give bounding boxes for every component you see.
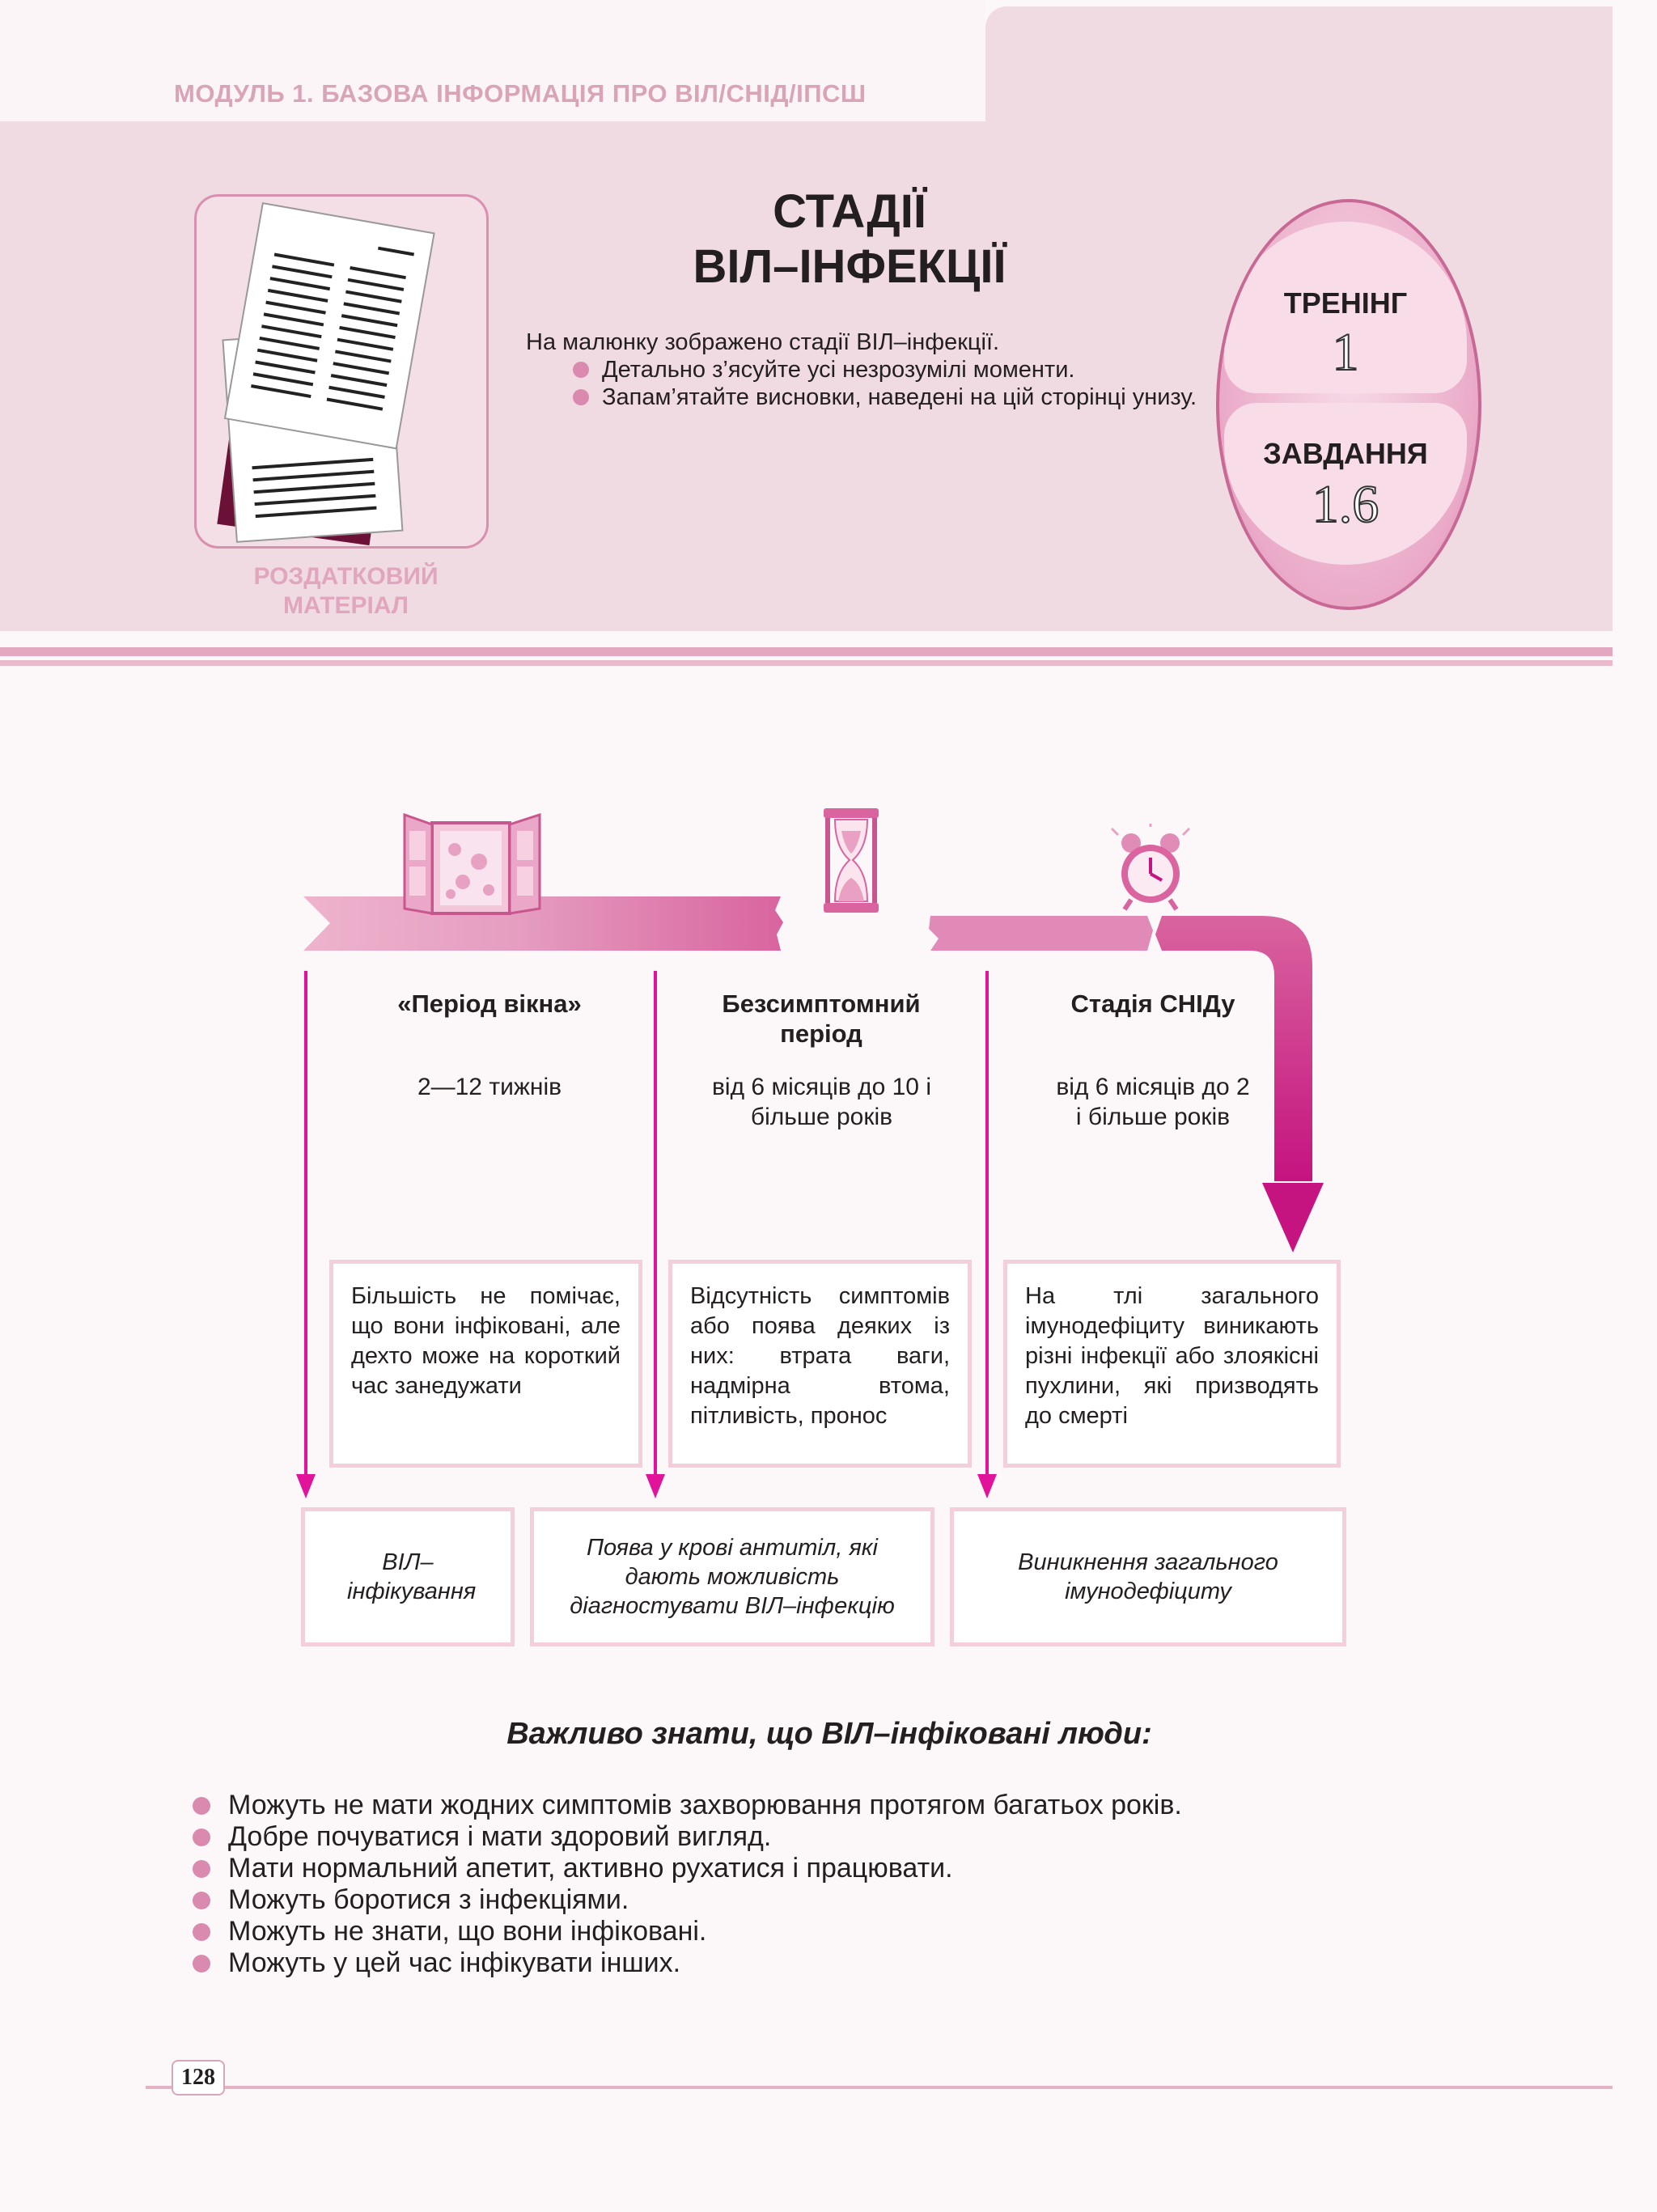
- bullet-icon: [193, 1829, 210, 1846]
- fact-item: Мати нормальний апетит, активно рухатися…: [189, 1853, 1451, 1884]
- fact-item: Добре почуватися і мати здоровий вигляд.: [189, 1821, 1451, 1853]
- stage-title-window-period: «Період вікна»: [397, 989, 582, 1018]
- handout-icon-box: [194, 194, 489, 549]
- fact-item: Можуть не мати жодних симптомів захворюв…: [189, 1790, 1451, 1821]
- task-label: ЗАВДАННЯ: [1263, 437, 1428, 470]
- bullet-icon: [573, 389, 589, 405]
- facts-block: Можуть не мати жодних симптомів захворюв…: [189, 1790, 1451, 1979]
- handout-label: РОЗДАТКОВИЙ МАТЕРІАЛ: [202, 562, 489, 621]
- instruction-list: Детально з’ясуйте усі незрозумілі момент…: [526, 356, 1197, 411]
- facts-list: Можуть не мати жодних симптомів захворюв…: [189, 1790, 1451, 1979]
- footer-line: [146, 2086, 1613, 2089]
- stage-title-asymptomatic: Безсимптомний період: [722, 989, 921, 1048]
- event-hiv-infection: ВІЛ–інфікування: [301, 1507, 515, 1646]
- stage-duration-window-period: 2—12 тижнів: [417, 1074, 562, 1100]
- arrow-head-3: [977, 1474, 997, 1498]
- hourglass-icon: [824, 808, 879, 913]
- bullet-icon: [573, 362, 589, 378]
- title-line2: ВІЛ–ІНФЕКЦІЇ: [693, 240, 1006, 293]
- arrow-head-1: [296, 1474, 316, 1498]
- intro-block: На малюнку зображено стадії ВІЛ–інфекції…: [526, 328, 1197, 411]
- module-title: МОДУЛЬ 1. БАЗОВА ІНФОРМАЦІЯ ПРО ВІЛ/СНІД…: [174, 79, 867, 108]
- header-divider: [0, 647, 1613, 656]
- window-icon: [403, 813, 541, 915]
- stage-arrows: [296, 971, 997, 1498]
- handout-label-line1: РОЗДАТКОВИЙ: [253, 563, 439, 590]
- header-divider-thin: [0, 660, 1613, 666]
- stage-title-aids: Стадія СНІДу: [1070, 989, 1235, 1018]
- page-title: СТАДІЇ ВІЛ–ІНФЕКЦІЇ: [566, 184, 1133, 295]
- event-immunodeficiency: Виникнення загального імунодефіциту: [950, 1507, 1346, 1646]
- header-tab: [985, 6, 1613, 123]
- stage-duration-asymptomatic: від 6 місяців до 10 і більше років: [711, 1074, 931, 1130]
- bullet-icon: [193, 1923, 210, 1941]
- stage-description-aids: На тлі загального імунодефіциту виникают…: [1003, 1260, 1341, 1468]
- fact-item: Можуть боротися з інфекціями.: [189, 1884, 1451, 1916]
- event-antibodies-appear: Поява у крові антитіл, які дають можливі…: [530, 1507, 934, 1646]
- title-line1: СТАДІЇ: [773, 185, 926, 238]
- instruction-item: Запам’ятайте висновки, наведені на цій с…: [526, 383, 1197, 411]
- intro-text: На малюнку зображено стадії ВІЛ–інфекції…: [526, 329, 1000, 355]
- training-label: ТРЕНІНГ: [1283, 286, 1408, 320]
- bullet-icon: [193, 1892, 210, 1909]
- stage-description-asymptomatic: Відсутність симптомів або поява деяких і…: [668, 1260, 972, 1468]
- instruction-item: Детально з’ясуйте усі незрозумілі момент…: [526, 356, 1197, 383]
- stage-duration-aids: від 6 місяців до 2 і більше років: [1056, 1074, 1250, 1130]
- bullet-icon: [193, 1797, 210, 1815]
- header-top-area: [0, 0, 985, 123]
- training-number: 1: [1332, 322, 1360, 383]
- training-badge: ТРЕНІНГ 1 ЗАВДАННЯ 1.6: [1216, 199, 1481, 610]
- stage-description-window-period: Більшість не помічає, що вони інфіковані…: [329, 1260, 642, 1468]
- handout-icon: [217, 201, 435, 546]
- fact-item: Можуть не знати, що вони інфіковані.: [189, 1916, 1451, 1947]
- bullet-icon: [193, 1860, 210, 1878]
- alarm-clock-icon: [1110, 824, 1191, 911]
- handout-label-line2: МАТЕРІАЛ: [283, 592, 409, 619]
- bullet-icon: [193, 1955, 210, 1973]
- arrow-head-2: [646, 1474, 665, 1498]
- page-number: 128: [172, 2060, 225, 2095]
- fact-item: Можуть у цей час інфікувати інших.: [189, 1947, 1451, 1979]
- task-number: 1.6: [1312, 474, 1380, 535]
- important-heading: Важливо знати, що ВІЛ–інфіковані люди:: [506, 1717, 1152, 1751]
